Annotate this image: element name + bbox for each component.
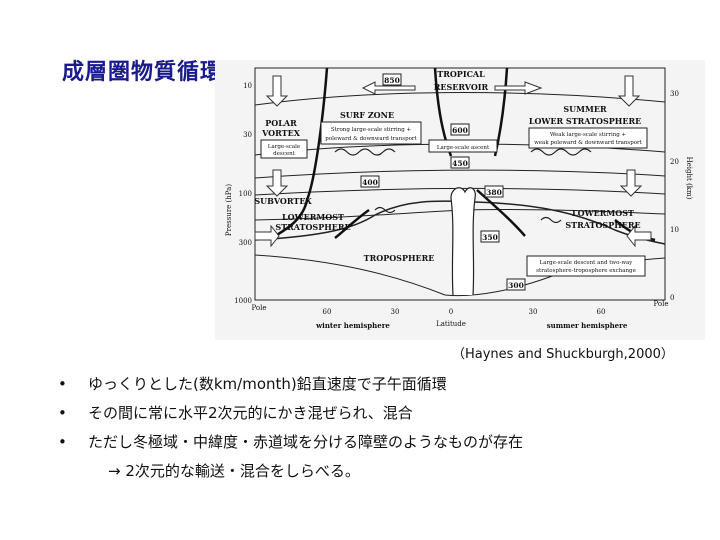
summer-hemisphere-label: summer hemisphere [547,321,628,330]
lat-tick-pole-left: Pole [251,304,266,312]
lat-tick-60-right: 60 [597,308,606,316]
subvortex-label: SUBVORTEX [254,196,312,206]
bullet-marker: • [58,404,67,422]
height-tick-0: 0 [670,294,674,302]
tropical-reservoir-label-2: RESERVOIR [434,82,489,92]
isentrope-850: 850 [384,76,400,85]
isentrope-400: 400 [362,178,378,187]
lat-tick-60-left: 60 [323,308,332,316]
height-axis-label: Height (km) [685,157,693,200]
weak-stirring-text-2: weak poleward & downward transport [534,140,643,146]
conclusion-line: → 2次元的な輸送・混合をしらべる。 [108,462,360,480]
pressure-tick-1000: 1000 [234,297,252,305]
bullet-marker: • [58,433,67,451]
lowermost-strat-right-label-2: STRATOSPHERE [565,220,640,230]
large-scale-descent-text-1: Large-scale [268,144,300,150]
lat-tick-30-right: 30 [529,308,538,316]
height-tick-20: 20 [670,158,679,166]
bullet-item: • ゆっくりとした(数km/month)鉛直速度で子午面循環 [58,373,698,402]
stratospheric-circulation-diagram: 850 600 450 400 380 350 300 TROPICAL RES… [215,60,705,340]
weak-stirring-text-1: Weak large-scale stirring + [550,132,627,138]
bullet-item: • その間に常に水平2次元的にかき混ぜられ、混合 [58,402,698,431]
large-scale-descent-text-2: descent [273,151,295,157]
tropical-reservoir-label-1: TROPICAL [437,69,485,79]
pressure-tick-10: 10 [243,82,252,90]
troposphere-label: TROPOSPHERE [364,253,435,263]
exchange-text-2: stratosphere-troposphere exchange [536,268,636,274]
lat-tick-0: 0 [449,308,453,316]
slide-title: 成層圏物質循環 [62,60,224,85]
bullet-item: • ただし冬極域・中緯度・赤道域を分ける障壁のようなものが存在 [58,431,698,460]
isentrope-350: 350 [482,233,498,242]
exchange-text-1: Large-scale descent and two-way [540,260,634,266]
lowermost-strat-left-label-1: LOWERMOST [282,212,344,222]
height-tick-10: 10 [670,226,679,234]
large-scale-ascent-text: Large-scale ascent [437,145,490,151]
summer-lower-strat-label-2: LOWER STRATOSPHERE [529,116,641,126]
bullet-text: ゆっくりとした(数km/month)鉛直速度で子午面循環 [88,375,447,393]
pressure-tick-300: 300 [239,239,252,247]
isentrope-450: 450 [452,159,468,168]
pressure-tick-30: 30 [243,131,252,139]
strong-stirring-text-2: poleward & downward transport [325,136,417,142]
bullet-text: ただし冬極域・中緯度・赤道域を分ける障壁のようなものが存在 [88,433,524,451]
lowermost-strat-right-label-1: LOWERMOST [572,208,634,218]
citation: （Haynes and Shuckburgh,2000） [452,347,674,362]
isentrope-380: 380 [486,188,502,197]
polar-vortex-label-2: VORTEX [261,128,301,138]
isentrope-300: 300 [508,281,524,290]
isentrope-600: 600 [452,126,468,135]
lat-tick-30-left: 30 [391,308,400,316]
surf-zone-label: SURF ZONE [340,110,394,120]
lat-tick-pole-right: Pole [653,300,668,308]
bullet-marker: • [58,375,67,393]
bullet-list: • ゆっくりとした(数km/month)鉛直速度で子午面循環 • その間に常に水平2… [58,373,698,460]
bullet-text: その間に常に水平2次元的にかき混ぜられ、混合 [88,404,413,422]
winter-hemisphere-label: winter hemisphere [315,321,390,330]
latitude-axis-label: Latitude [436,320,466,328]
polar-vortex-label-1: POLAR [265,118,297,128]
pressure-axis-label: Pressure (hPa) [225,184,233,236]
summer-lower-strat-label-1: SUMMER [563,104,607,114]
lowermost-strat-left-label-2: STRATOSPHERE [275,222,350,232]
pressure-tick-100: 100 [239,190,252,198]
height-tick-30: 30 [670,90,679,98]
strong-stirring-text-1: Strong large-scale stirring + [331,127,412,133]
